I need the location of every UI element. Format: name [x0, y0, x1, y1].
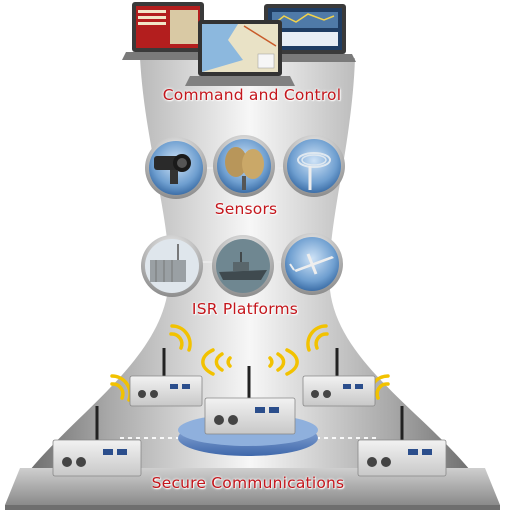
surveillance-camera-icon — [145, 137, 207, 199]
signal-wave-icon — [110, 324, 390, 402]
radio-unit-icon — [52, 406, 142, 477]
floor-edge — [5, 505, 500, 510]
floor-platform — [5, 468, 500, 505]
isr-platforms-label: ISR Platforms — [191, 300, 299, 318]
secure-communications-label: Secure Communications — [151, 474, 345, 492]
sensors-label: Sensors — [214, 200, 278, 218]
command-and-control-label: Command and Control — [162, 86, 342, 104]
radio-unit-icon — [204, 366, 296, 435]
radio-unit-icon — [357, 406, 447, 477]
laptop-icon — [185, 20, 295, 86]
laptop-icon — [254, 4, 356, 62]
radio-unit-icon — [129, 348, 203, 407]
uav-drone-icon — [281, 233, 343, 295]
shipping-container-icon — [141, 235, 203, 297]
radio-unit-icon — [302, 348, 376, 407]
radar-dish-icon — [213, 135, 275, 197]
perimeter-wire-sensor-icon — [283, 135, 345, 197]
patrol-boat-icon — [212, 235, 274, 297]
laptop-icon — [122, 2, 214, 60]
